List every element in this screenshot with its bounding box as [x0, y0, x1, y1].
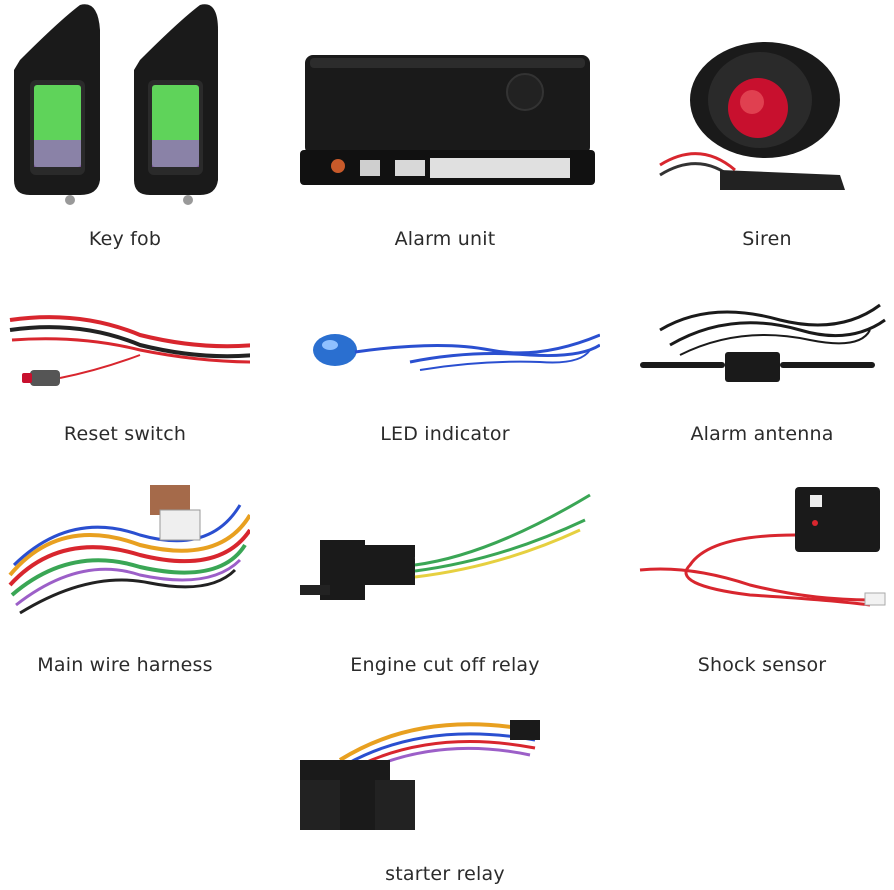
- alarm-unit-label: Alarm unit: [394, 228, 496, 250]
- starter-relay-label: starter relay: [385, 863, 505, 885]
- led-indicator-image: [313, 333, 600, 371]
- product-engine-cut-off-relay: Engine cut off relay: [290, 475, 600, 685]
- reset-switch-image: [9, 315, 250, 386]
- product-alarm-antenna: Alarm antenna: [630, 290, 894, 460]
- starter-relay-image: [300, 720, 540, 830]
- siren-label: Siren: [742, 228, 792, 250]
- reset-switch-label: Reset switch: [63, 423, 187, 445]
- alarm-antenna-label: Alarm antenna: [690, 423, 834, 445]
- product-alarm-unit: Alarm unit: [290, 0, 600, 260]
- shock-sensor-label: Shock sensor: [697, 654, 827, 676]
- main-wire-harness-image: [8, 485, 250, 615]
- product-shock-sensor: Shock sensor: [630, 475, 894, 685]
- product-reset-switch: Reset switch: [0, 290, 250, 460]
- led-indicator-label: LED indicator: [380, 423, 510, 445]
- alarm-antenna-image: [640, 303, 886, 382]
- siren-image: [659, 42, 845, 190]
- engine-cut-off-relay-image: [300, 493, 591, 600]
- product-main-wire-harness: Main wire harness: [0, 475, 250, 685]
- key-fob-label: Key fob: [88, 228, 162, 250]
- product-siren: Siren: [640, 0, 894, 260]
- key-fob-image: [14, 4, 218, 205]
- product-led-indicator: LED indicator: [290, 290, 600, 460]
- shock-sensor-image: [639, 487, 886, 607]
- product-key-fob: Key fob: [0, 0, 250, 260]
- product-starter-relay: starter relay: [290, 700, 600, 890]
- alarm-unit-image: [300, 55, 595, 185]
- engine-cut-off-relay-label: Engine cut off relay: [350, 654, 540, 676]
- main-wire-harness-label: Main wire harness: [37, 654, 213, 676]
